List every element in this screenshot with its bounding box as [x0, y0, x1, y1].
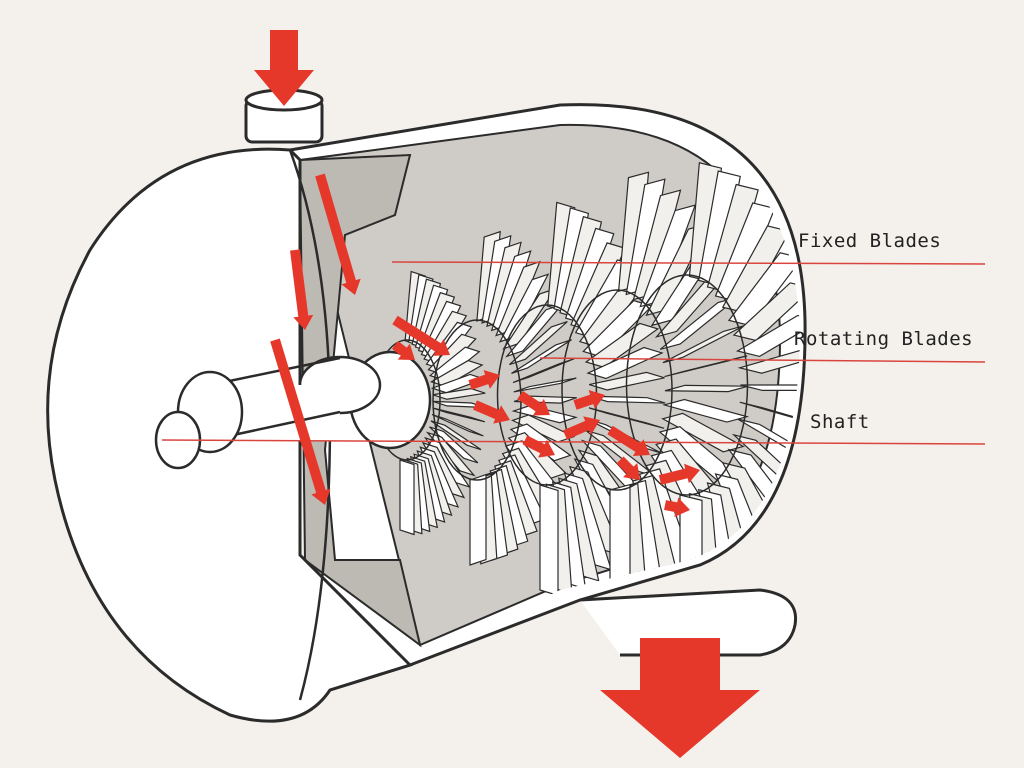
flow-arrow [392, 315, 450, 356]
flow-arrow [392, 341, 415, 360]
blade [662, 398, 750, 423]
flow-arrow [270, 338, 331, 505]
flow-arrow [473, 400, 510, 424]
blade-ring [625, 274, 749, 496]
shaft-label: Shaft [810, 411, 870, 433]
fixed-blades-label: Fixed Blades [798, 230, 942, 252]
blade [431, 413, 484, 437]
callout-line-fixed-blades [391, 261, 986, 265]
flow-arrow [658, 463, 700, 485]
flow-arrow [616, 456, 640, 480]
blade [740, 384, 800, 391]
blade [430, 420, 482, 451]
flow-arrow [315, 173, 361, 295]
flow-arrow [522, 435, 555, 458]
blade [432, 388, 486, 400]
blade [588, 407, 665, 429]
flow-arrow [563, 416, 600, 440]
blade [432, 407, 486, 423]
blade [511, 339, 572, 374]
blade [469, 473, 487, 566]
blade [727, 252, 800, 327]
blade [513, 377, 577, 393]
flow-arrows [270, 173, 700, 518]
callout-line-shaft [161, 439, 986, 445]
flow-arrow [290, 249, 314, 330]
callout-line-rotating-blades [539, 357, 986, 363]
blade [509, 320, 568, 366]
blade [732, 282, 800, 342]
blade [735, 314, 800, 358]
flow-arrow [607, 425, 650, 457]
blade [664, 355, 748, 378]
blade [584, 322, 660, 369]
flow-arrow [664, 497, 690, 518]
outlet-arrow [600, 638, 760, 758]
blade-ring [561, 289, 673, 491]
inlet-arrow [254, 30, 314, 106]
flow-arrow [573, 389, 605, 410]
blade [429, 426, 479, 464]
shaft [154, 350, 432, 470]
callout-lines [161, 261, 986, 445]
blade [737, 349, 800, 374]
blade [739, 401, 800, 427]
rotating-blades-label: Rotating Blades [794, 328, 974, 350]
flow-arrow [468, 369, 500, 390]
blade [399, 459, 415, 536]
blade [586, 346, 664, 380]
flow-arrow [517, 390, 550, 416]
blade [539, 484, 559, 597]
inlet-plenum [298, 153, 422, 648]
